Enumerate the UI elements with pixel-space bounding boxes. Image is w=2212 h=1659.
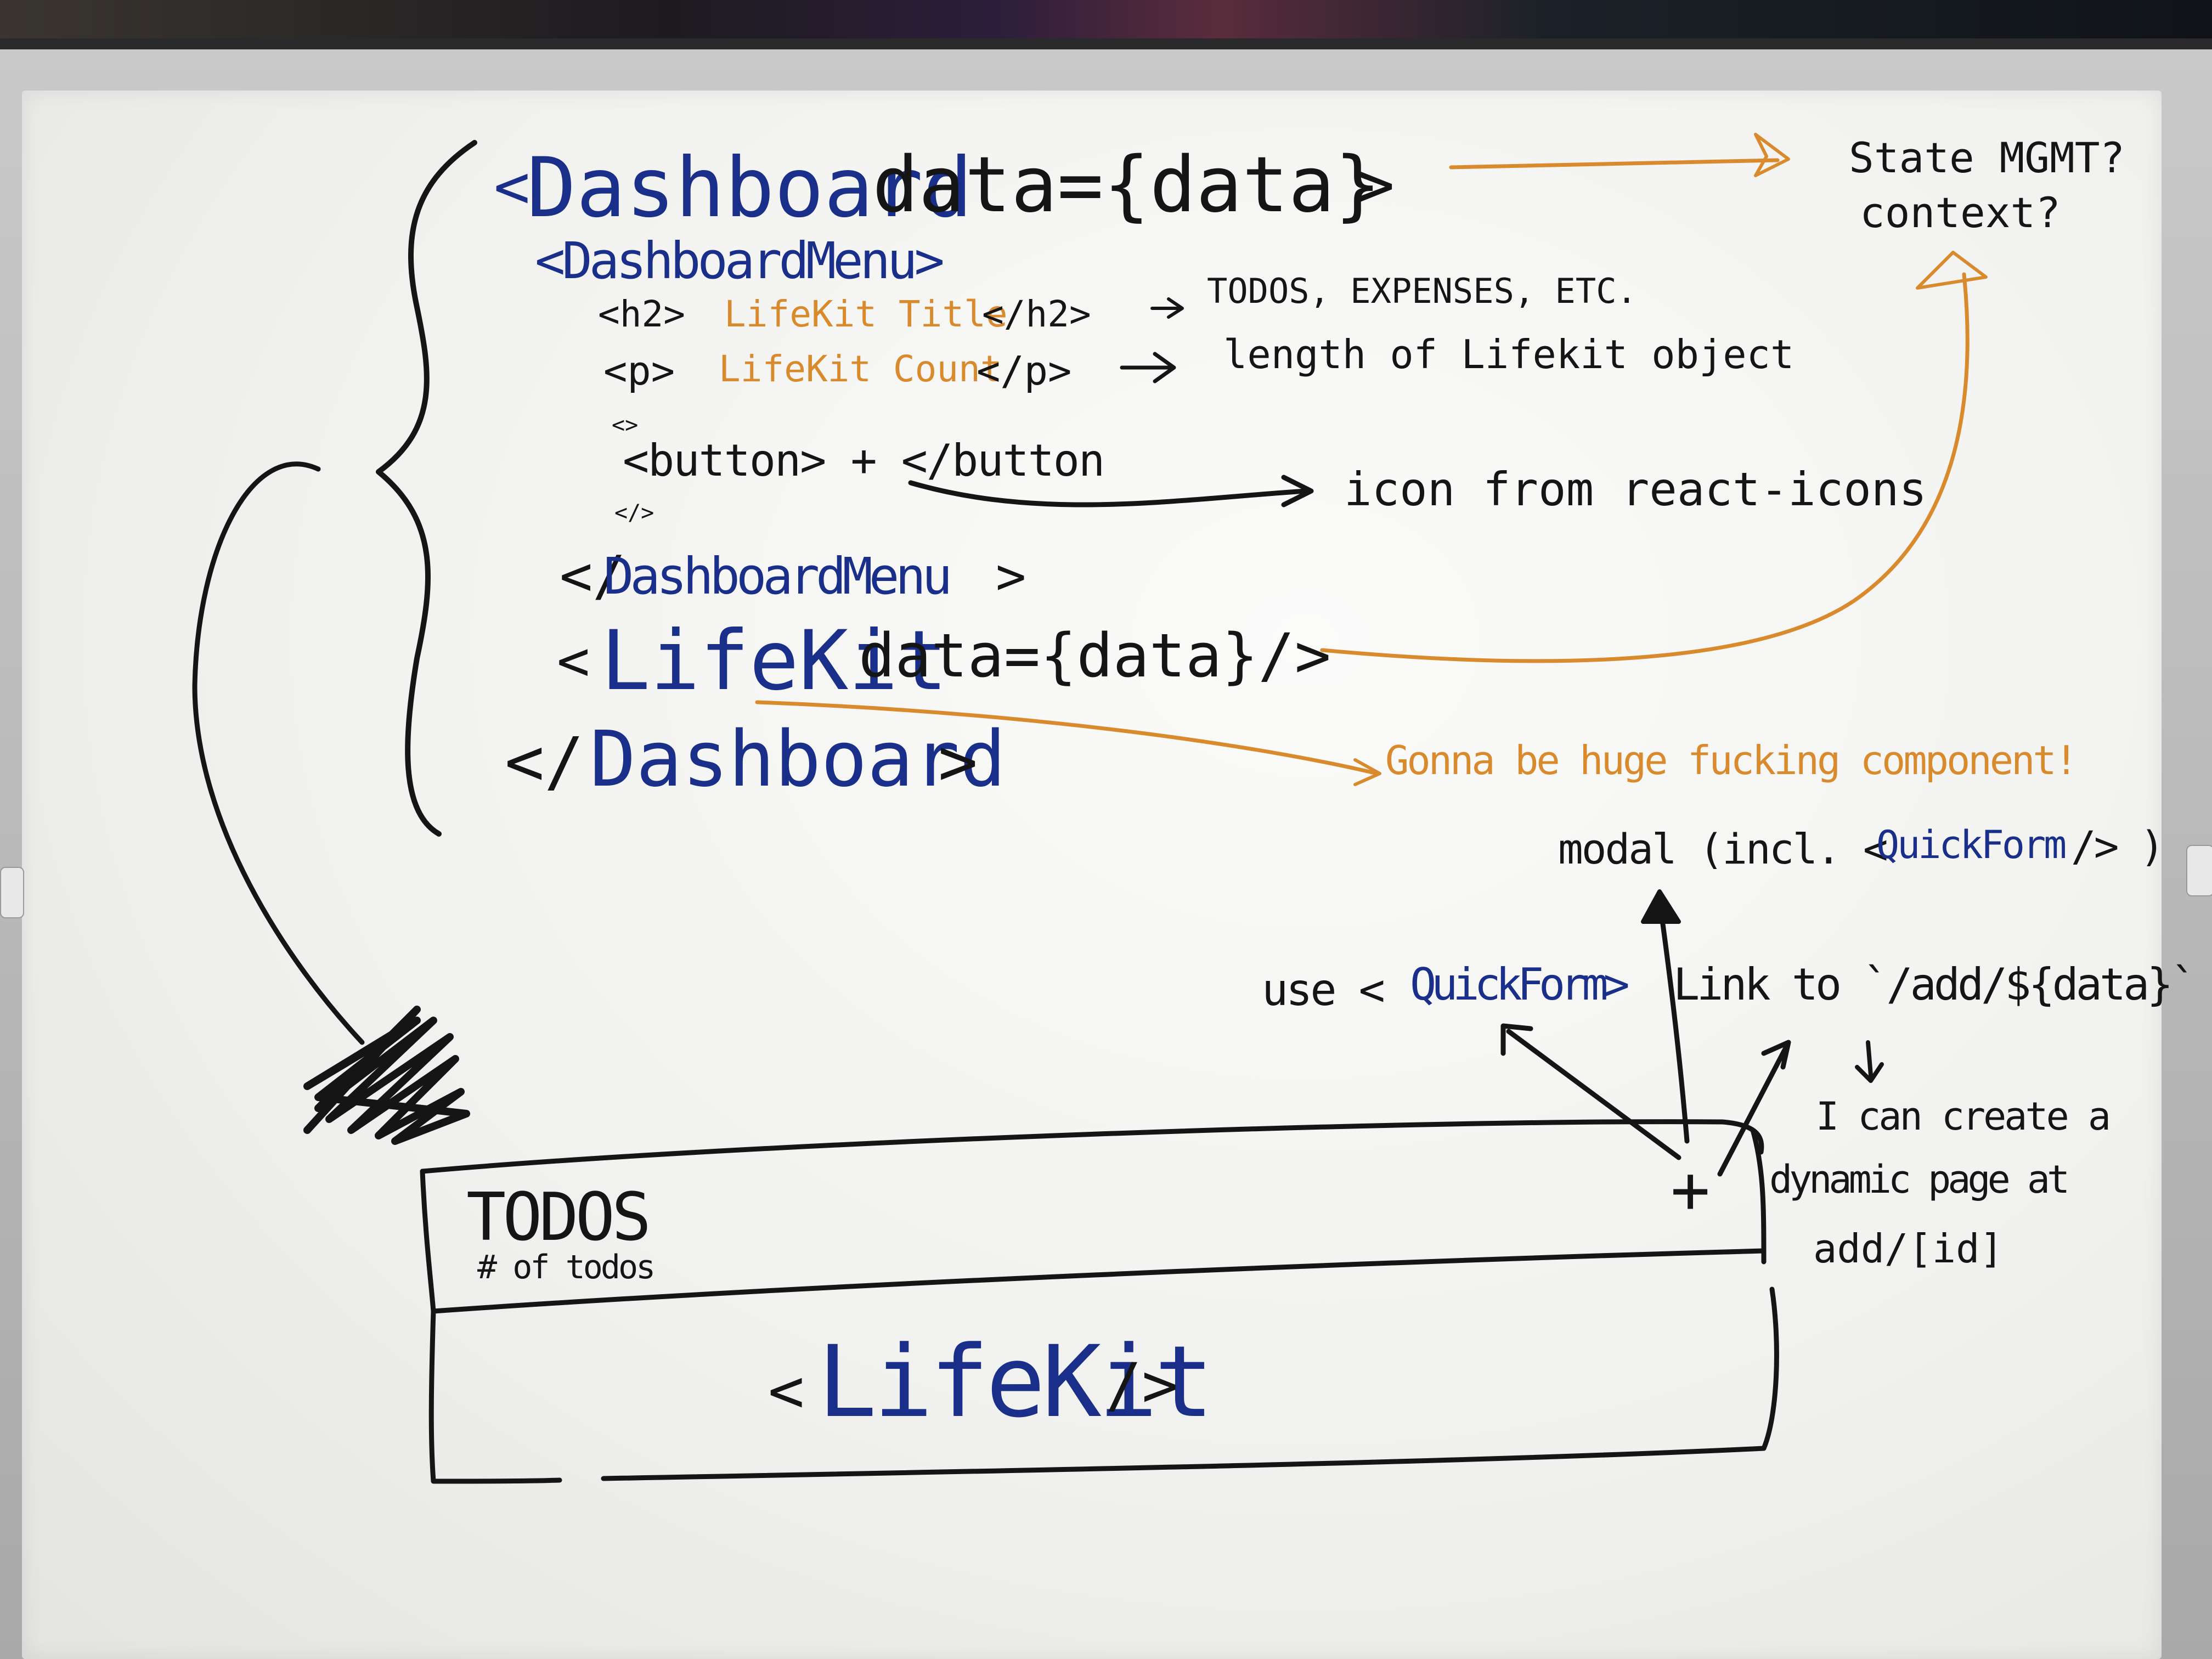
dashboard-open-lt: < — [494, 151, 531, 222]
dynamic-note-line2: dynamic page at — [1769, 1157, 2070, 1202]
length-note: length of Lifekit object — [1223, 331, 1795, 377]
arrow-h2 — [1150, 297, 1184, 319]
button-line: <button> + </button — [623, 435, 1105, 486]
orange-arrow-state — [1449, 158, 1780, 170]
frame-clip-right — [2186, 845, 2212, 896]
fragment-open: <> — [612, 413, 639, 438]
fragment-close: </> — [614, 500, 654, 526]
dynamic-note-line3: add/[id] — [1813, 1226, 2004, 1272]
scribble-blob — [303, 1006, 470, 1145]
sketch-card-left — [420, 1169, 436, 1314]
state-mgmt-note: State MGMT? — [1849, 133, 2125, 182]
arrow-to-dynamic-page — [1855, 1040, 1884, 1083]
p-content: LifeKit Count — [719, 348, 1002, 390]
menu-close-slash: </ — [560, 544, 626, 608]
lifekit-name: LifeKit — [601, 613, 948, 709]
p-close: </p> — [977, 348, 1072, 394]
menu-close-name: DashboardMenu — [603, 547, 952, 606]
dashboard-close-name: Dashboard — [590, 715, 1006, 804]
modal-suffix: /> ) — [2071, 822, 2165, 871]
arrowhead-modal — [1641, 889, 1681, 924]
sketch-header-subtitle: # of todos — [477, 1248, 656, 1286]
arrow-to-modal — [1657, 897, 1690, 1144]
h2-content: LifeKit Title — [724, 293, 1008, 335]
arrow-p — [1120, 352, 1176, 383]
menu-close-gt: > — [996, 547, 1026, 606]
arrow-to-link — [1717, 1045, 1788, 1177]
sketch-plus-button: + — [1671, 1152, 1711, 1228]
h2-open: <h2> — [598, 293, 685, 335]
dashboard-close-gt: > — [938, 724, 978, 800]
sketch-card-bottom — [601, 1286, 1779, 1481]
orange-arrowhead-huge — [1353, 758, 1381, 786]
orange-arrow-context — [1320, 272, 1970, 663]
background-monitor-strip — [0, 0, 2212, 38]
modal-prefix: modal (incl. < — [1558, 825, 1888, 873]
sketch-body-lt: < — [768, 1356, 805, 1426]
lifekit-lt: < — [557, 629, 590, 693]
dashboard-close-slash: </ — [505, 724, 584, 800]
use-quickform: QuickForm> — [1410, 959, 1630, 1010]
todos-expenses-note: TODOS, EXPENSES, ETC. — [1207, 271, 1637, 311]
whiteboard-surface — [22, 91, 2162, 1659]
huge-component-note: Gonna be huge fucking component! — [1385, 737, 2078, 783]
arrowhead-use-quickform — [1500, 1023, 1533, 1056]
orange-arrow-huge — [755, 700, 1379, 776]
orange-arrowhead-context — [1916, 251, 1988, 290]
frame-clip-left — [0, 867, 24, 918]
sketch-card-left-bottom — [428, 1308, 562, 1484]
connector-line — [192, 461, 365, 1045]
sketch-header-title: TODOS — [466, 1180, 651, 1256]
sketch-card-right-top — [1750, 1127, 1767, 1265]
sketch-card-divider — [431, 1248, 1767, 1314]
curly-brace — [376, 140, 477, 837]
arrow-to-react-icons — [908, 480, 1308, 507]
arrowhead-link — [1761, 1040, 1791, 1070]
arrow-to-use-quickform — [1506, 1029, 1681, 1160]
icon-note: icon from react-icons — [1344, 462, 1927, 516]
use-prefix: use < — [1262, 964, 1385, 1015]
orange-arrowhead-state — [1754, 133, 1790, 177]
context-note: context? — [1860, 188, 2061, 237]
dashboard-open-name: Dashboard — [527, 140, 973, 236]
arrowhead-react-icons — [1281, 475, 1314, 507]
dashboard-menu-open: <DashboardMenu> — [535, 232, 945, 290]
sketch-card-top — [420, 1119, 1764, 1174]
p-open: <p> — [603, 348, 675, 394]
dashboard-open-gt: > — [1355, 147, 1395, 223]
modal-quickform: QuickForm — [1876, 822, 2067, 867]
h2-close: </h2> — [982, 293, 1091, 335]
dynamic-note-line1: I can create a — [1816, 1094, 2111, 1139]
sketch-body-name: LifeKit — [817, 1325, 1214, 1440]
sketch-body-end: /> — [1105, 1350, 1178, 1420]
link-to-note: Link to `/add/${data}` — [1673, 959, 2197, 1010]
dashboard-open-attr: data={data} — [872, 140, 1381, 230]
lifekit-attr: data={data}/> — [859, 620, 1331, 691]
